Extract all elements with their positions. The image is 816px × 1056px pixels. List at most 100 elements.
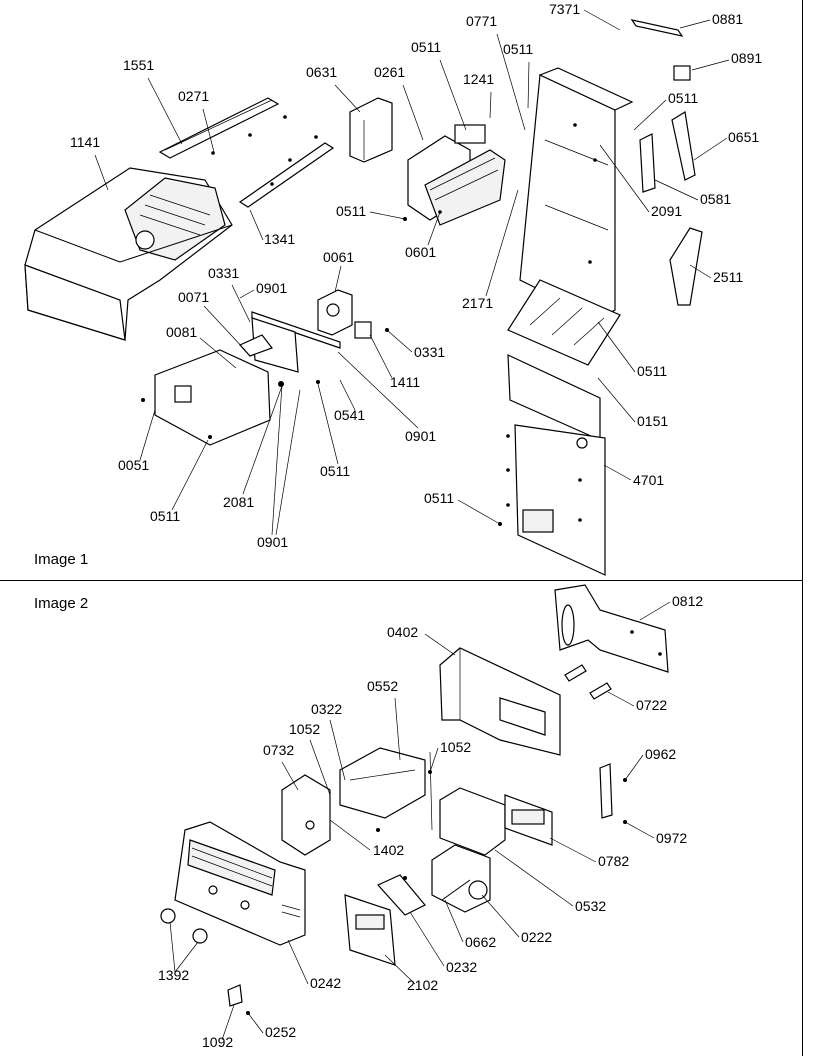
clip-part xyxy=(227,984,243,1007)
part-number-label: 0782 xyxy=(598,853,629,869)
motor-part xyxy=(431,844,491,913)
part-number-label: 0812 xyxy=(672,593,703,609)
rail-part xyxy=(158,97,287,159)
front-panel-part xyxy=(506,354,606,576)
rail-part xyxy=(238,135,335,208)
part-number-label: 1141 xyxy=(70,134,100,150)
part-number-label: 0891 xyxy=(731,50,762,66)
part-number-label: 0601 xyxy=(405,244,436,260)
part-number-label: 4701 xyxy=(633,472,664,488)
part-number-label: 1341 xyxy=(264,231,295,247)
part-number-label: 2102 xyxy=(407,977,438,993)
part-number-label: 2171 xyxy=(462,295,493,311)
part-number-label: 0552 xyxy=(367,678,398,694)
part-number-label: 0901 xyxy=(256,280,287,296)
part-number-label: 2091 xyxy=(651,203,682,219)
actuator-part xyxy=(377,874,426,916)
part-number-label: 0331 xyxy=(414,344,445,360)
part-number-label: 0511 xyxy=(336,203,366,219)
part-number-label: 0631 xyxy=(306,64,337,80)
part-number-label: 0232 xyxy=(446,959,477,975)
leader-lines xyxy=(169,601,671,1041)
part-number-label: 7371 xyxy=(549,1,580,17)
leader-lines xyxy=(94,9,730,536)
part-number-label: 1551 xyxy=(123,57,154,73)
part-number-label: 1392 xyxy=(158,967,189,983)
stud-part xyxy=(564,664,612,700)
bracket-assembly-part xyxy=(239,311,341,373)
part-number-label: 0901 xyxy=(257,534,288,550)
ice-maker-part xyxy=(407,124,506,226)
part-number-label: 1241 xyxy=(463,71,494,87)
plate-part xyxy=(344,894,396,966)
part-number-label: 0511 xyxy=(637,363,667,379)
block-part xyxy=(673,65,691,81)
part-number-label: 0511 xyxy=(668,90,698,106)
part-number-label: 0581 xyxy=(700,191,731,207)
part-number-label: 0972 xyxy=(656,830,687,846)
part-number-label: 2081 xyxy=(223,494,254,510)
bracket-part xyxy=(349,97,393,163)
part-number-label: 0541 xyxy=(334,407,365,423)
part-number-label: 0261 xyxy=(374,64,405,80)
housing-part xyxy=(439,647,561,756)
part-number-label: 1411 xyxy=(390,374,420,390)
part-number-label: 0252 xyxy=(265,1024,296,1040)
part-number-label: 0511 xyxy=(320,463,350,479)
switch-box-part xyxy=(439,787,506,856)
back-panel-part xyxy=(519,67,634,319)
part-number-label: 0331 xyxy=(208,265,239,281)
foam-strip-part xyxy=(669,227,703,306)
duct-part xyxy=(339,747,426,819)
part-number-label: 1052 xyxy=(440,739,471,755)
part-number-label: 0222 xyxy=(521,929,552,945)
image-1-artwork xyxy=(24,9,730,576)
part-number-label: 0962 xyxy=(645,746,676,762)
part-number-label: 1402 xyxy=(373,842,404,858)
part-number-label: 0881 xyxy=(712,11,743,27)
strip-part xyxy=(630,19,684,37)
part-number-label: 0662 xyxy=(465,934,496,950)
part-number-label: 0322 xyxy=(311,701,342,717)
part-number-label: 0242 xyxy=(310,975,341,991)
part-number-label: 2511 xyxy=(713,269,743,285)
part-number-label: 0051 xyxy=(118,457,149,473)
part-number-label: 0151 xyxy=(637,413,668,429)
part-number-label: 0532 xyxy=(575,898,606,914)
part-callouts: 7371 0881 0771 0511 0511 0891 1551 0631 0261 1241… xyxy=(70,1,762,1050)
part-number-label: 0901 xyxy=(405,428,436,444)
part-number-label: 0511 xyxy=(424,490,454,506)
part-number-label: 0061 xyxy=(323,249,354,265)
bracket-part xyxy=(554,584,669,673)
connector-part xyxy=(354,321,372,339)
part-number-label: 0511 xyxy=(503,41,533,57)
part-number-label: 0732 xyxy=(263,742,294,758)
image-1-title: Image 1 xyxy=(34,551,88,568)
front-face-part xyxy=(174,821,306,946)
part-number-label: 1052 xyxy=(289,721,320,737)
cover-part xyxy=(154,349,271,446)
knob-part xyxy=(192,928,208,944)
strip-part xyxy=(599,763,613,819)
part-number-label: 0722 xyxy=(636,697,667,713)
part-number-label: 0402 xyxy=(387,624,418,640)
part-number-label: 1092 xyxy=(202,1034,233,1050)
part-number-label: 0771 xyxy=(466,13,497,29)
foam-strip-part xyxy=(671,111,696,181)
image-2-artwork xyxy=(160,584,671,1041)
plate-part xyxy=(507,279,621,366)
ice-bucket-part xyxy=(24,167,233,341)
part-number-label: 0081 xyxy=(166,324,197,340)
part-number-label: 0071 xyxy=(178,289,209,305)
image-2-title: Image 2 xyxy=(34,595,88,612)
knob-part xyxy=(160,908,176,924)
control-module-part xyxy=(317,289,353,336)
part-number-label: 0511 xyxy=(411,39,441,55)
bracket-part xyxy=(281,774,331,856)
frame-part xyxy=(504,794,553,846)
part-number-label: 0271 xyxy=(178,88,209,104)
right-border xyxy=(802,0,803,1056)
part-number-label: 0651 xyxy=(728,129,759,145)
